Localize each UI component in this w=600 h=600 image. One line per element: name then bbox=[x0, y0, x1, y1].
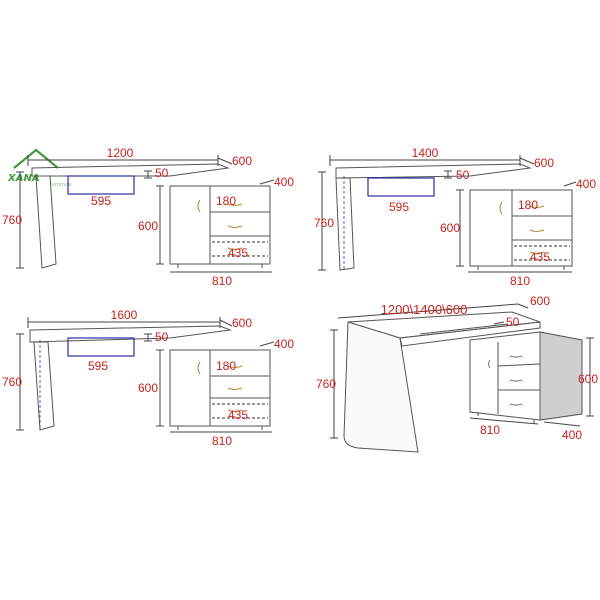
label-drawer-width: 595 bbox=[389, 200, 409, 214]
label-top-depth: 600 bbox=[530, 294, 550, 308]
label-top-depth: 600 bbox=[534, 156, 554, 170]
diagram-panel-1400: 1400 600 400 50 595 760 600 180 435 810 bbox=[314, 146, 596, 288]
label-drawer-height: 180 bbox=[216, 359, 236, 373]
label-cabinet-depth: 400 bbox=[562, 428, 582, 442]
label-top-thickness: 50 bbox=[155, 166, 169, 180]
label-cabinet-height: 600 bbox=[138, 381, 158, 395]
label-cabinet-height: 600 bbox=[138, 219, 158, 233]
label-desk-length: 1400 bbox=[412, 146, 439, 160]
diagram-panel-1600: 1600 600 400 50 595 760 600 180 435 810 bbox=[2, 308, 294, 448]
label-height: 760 bbox=[2, 213, 22, 227]
label-top-thickness: 50 bbox=[506, 315, 520, 329]
label-cabinet-height: 600 bbox=[578, 372, 598, 386]
label-drawer-height: 180 bbox=[518, 198, 538, 212]
label-cabinet-width: 810 bbox=[480, 423, 500, 437]
logo-name: XANA bbox=[7, 173, 40, 184]
label-top-thickness: 50 bbox=[155, 330, 169, 344]
label-drawer-width: 595 bbox=[88, 359, 108, 373]
label-drawer-width: 595 bbox=[91, 194, 111, 208]
label-cabinet-width: 810 bbox=[510, 274, 530, 288]
diagram-panel-1200: 1200 600 400 50 595 760 600 180 435 810 bbox=[2, 146, 294, 288]
label-desk-length: 1200 bbox=[107, 146, 134, 160]
label-desk-length: 1600 bbox=[111, 308, 138, 322]
diagram-panel-assembled: 1200\1400\600 600 50 760 600 810 400 bbox=[316, 294, 598, 453]
label-cabinet-depth: 400 bbox=[274, 337, 294, 351]
label-cabinet-inner-width: 435 bbox=[530, 250, 550, 264]
label-top-depth: 600 bbox=[232, 154, 252, 168]
label-height: 760 bbox=[316, 377, 336, 391]
label-cabinet-height: 600 bbox=[440, 221, 460, 235]
label-height: 760 bbox=[314, 216, 334, 230]
label-drawer-height: 180 bbox=[216, 194, 236, 208]
brand-logo: XANA furniture bbox=[7, 148, 72, 188]
label-length-options: 1200\1400\600 bbox=[381, 302, 468, 317]
label-cabinet-inner-width: 435 bbox=[228, 408, 248, 422]
logo-roof-icon bbox=[13, 148, 59, 169]
label-cabinet-inner-width: 435 bbox=[228, 246, 248, 260]
label-cabinet-width: 810 bbox=[212, 274, 232, 288]
logo-tagline: furniture bbox=[50, 182, 72, 188]
label-top-thickness: 50 bbox=[456, 168, 470, 182]
label-top-depth: 600 bbox=[232, 316, 252, 330]
label-height: 760 bbox=[2, 375, 22, 389]
label-cabinet-depth: 400 bbox=[274, 175, 294, 189]
label-cabinet-width: 810 bbox=[212, 434, 232, 448]
label-cabinet-depth: 400 bbox=[576, 177, 596, 191]
